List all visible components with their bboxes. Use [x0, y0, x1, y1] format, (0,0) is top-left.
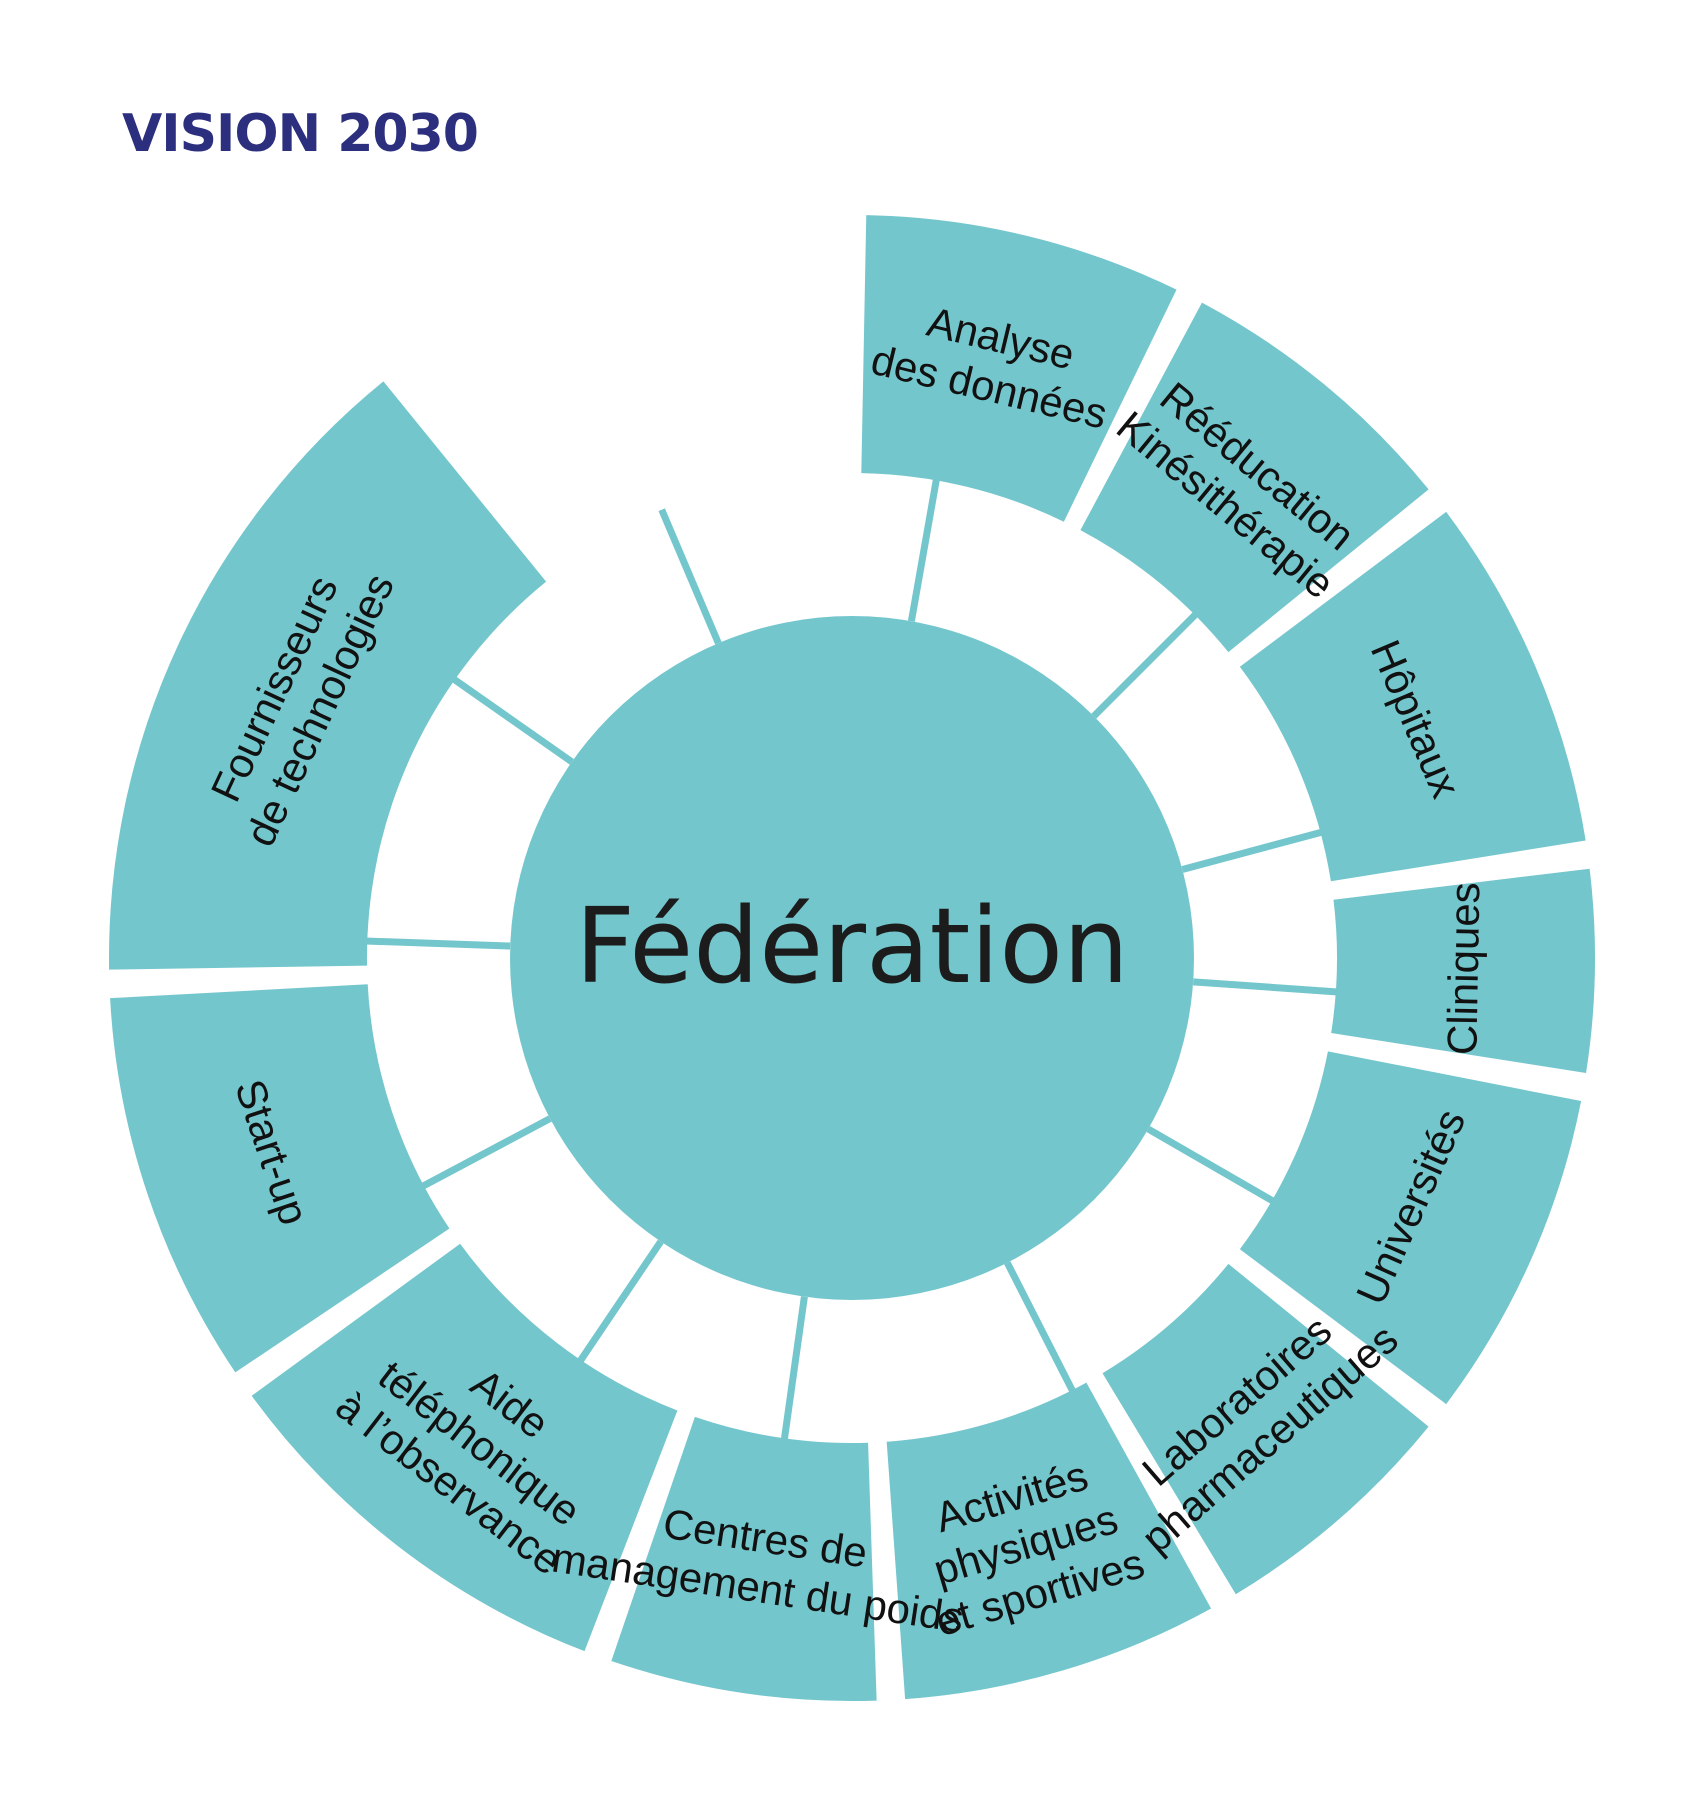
outer-segment	[1239, 1051, 1582, 1405]
outer-segment	[1331, 868, 1595, 1073]
segment-label: Cliniques	[1438, 882, 1488, 1056]
spoke-line	[658, 508, 722, 645]
spoke-line	[1192, 978, 1339, 996]
outer-segment	[1080, 302, 1429, 653]
outer-segment	[1102, 1263, 1429, 1595]
outer-segment	[1239, 511, 1586, 882]
spoke-line	[780, 1296, 808, 1441]
spoke-line	[365, 937, 511, 950]
outer-ring	[108, 215, 1595, 1701]
spoke-line	[1004, 1261, 1077, 1394]
spoke-line	[576, 1239, 664, 1364]
segment-label-line: Cliniques	[1438, 882, 1488, 1056]
center-label: Fédération	[575, 885, 1129, 1007]
inner-ring-spokes	[365, 477, 1339, 1441]
spoke-line	[451, 675, 574, 765]
outer-segment	[861, 215, 1177, 522]
page-title: VISION 2030	[122, 104, 479, 164]
outer-segment	[251, 1243, 678, 1652]
outer-segment	[611, 1416, 877, 1701]
spoke-line	[1091, 611, 1199, 719]
spoke-line	[1181, 828, 1324, 873]
spoke-line	[1146, 1125, 1276, 1205]
outer-segment	[886, 1382, 1212, 1700]
spoke-line	[907, 477, 941, 622]
outer-segment	[110, 984, 450, 1373]
outer-segment	[108, 381, 547, 970]
center-disc	[510, 616, 1194, 1300]
spoke-line	[420, 1115, 552, 1190]
